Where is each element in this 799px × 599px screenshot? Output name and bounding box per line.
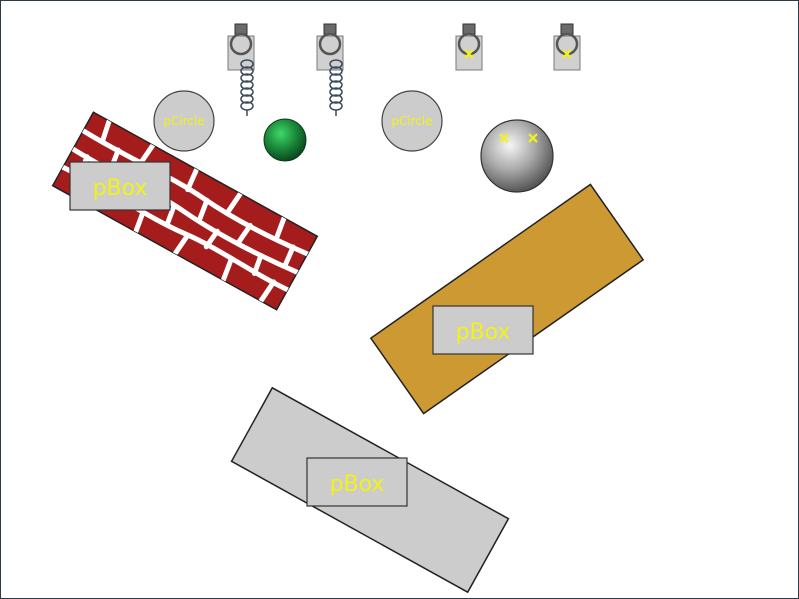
pcircle-right[interactable]: pCircle [381, 90, 443, 152]
pivot-anchor-icon [560, 23, 574, 35]
pivot-anchor-icon [234, 23, 248, 35]
metal-ball[interactable] [480, 119, 554, 193]
pcircle-left[interactable]: pCircle [153, 90, 215, 152]
pbox-brick[interactable]: pBox [69, 161, 171, 211]
pivot-anchor-icon [462, 23, 476, 35]
pbox-wood[interactable]: pBox [432, 305, 534, 355]
pbox-label: pBox [93, 176, 148, 201]
anchor-3[interactable] [455, 23, 483, 71]
spring-1[interactable] [240, 59, 254, 116]
spring-2[interactable] [329, 59, 343, 116]
green-ball[interactable] [263, 118, 307, 162]
x-marker-icon [562, 49, 572, 59]
pcircle-label: pCircle [391, 114, 432, 128]
anchor-4[interactable] [553, 23, 581, 71]
pbox-label: pBox [456, 320, 511, 345]
x-marker-icon [499, 133, 538, 143]
ring-icon [318, 32, 342, 56]
pcircle-label: pCircle [163, 114, 204, 128]
pivot-anchor-icon [323, 23, 337, 35]
pbox-grey[interactable]: pBox [306, 457, 408, 507]
pbox-label: pBox [330, 472, 385, 497]
x-marker-icon [464, 49, 474, 59]
ring-icon [229, 32, 253, 56]
wood-plank[interactable] [369, 183, 645, 415]
